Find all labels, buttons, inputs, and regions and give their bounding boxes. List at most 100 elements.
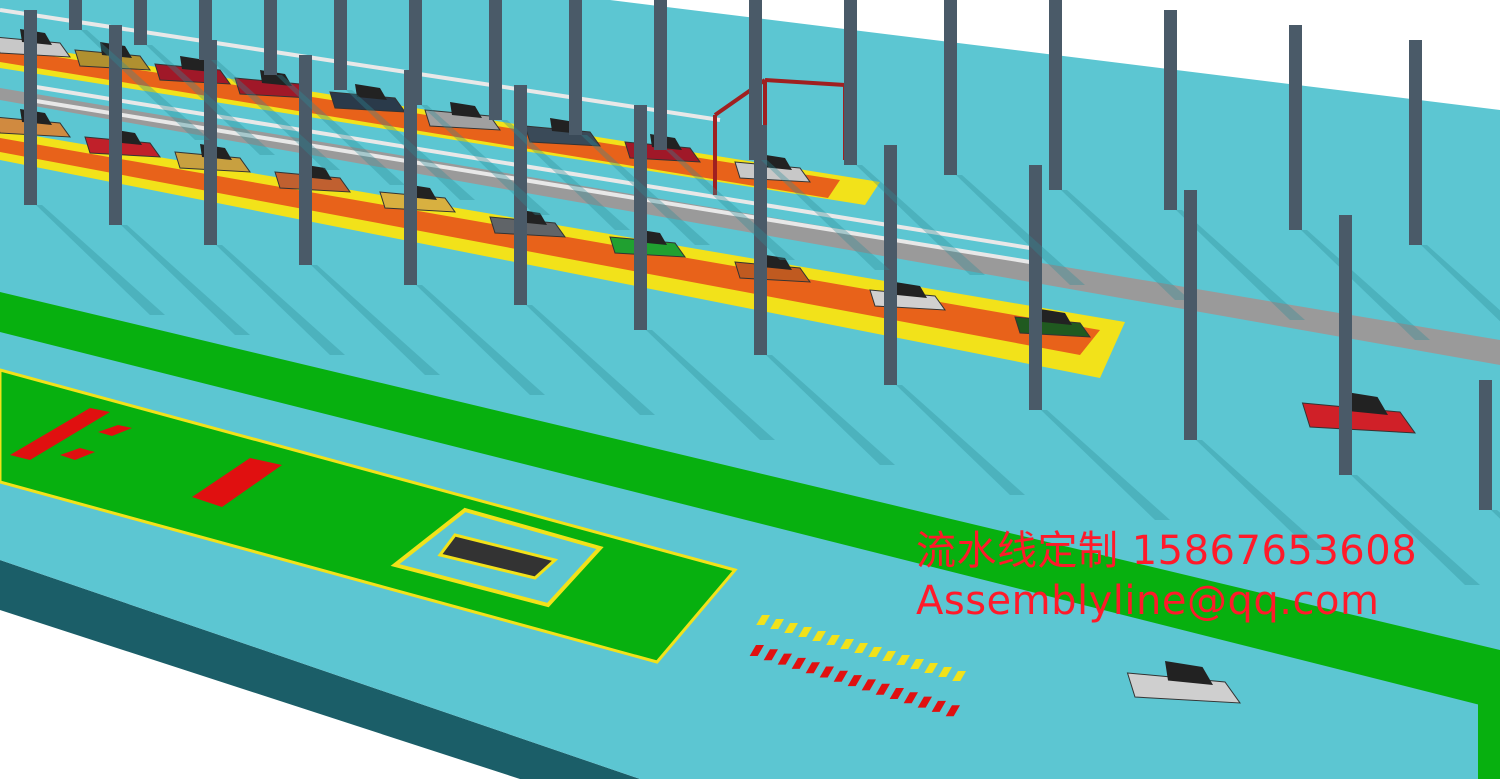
chevron-red [931,700,946,712]
chevron-red [777,653,792,665]
car-windshield [760,254,792,270]
column [1049,0,1062,190]
car-windshield [895,282,927,298]
columns [24,0,1500,585]
watermark-email-line: Assemblyline@qq.com [916,578,1380,624]
column [199,0,212,60]
chevron-red [833,670,848,682]
column-shadow [1196,440,1325,550]
chevron-yellow [784,623,798,633]
chevron-red [861,679,876,691]
column [1184,190,1197,440]
chevron-red [889,688,904,699]
chevron-yellow [938,667,952,677]
column-shadow [526,305,655,415]
column-shadow [36,205,165,315]
column-shadow [81,30,210,140]
column-shadow [956,175,1085,285]
chevron-red [791,657,806,669]
chevron-yellow [756,615,770,625]
column-shadow [211,60,340,170]
column [1409,40,1422,245]
column [204,40,217,245]
column-shadow [1061,190,1190,300]
cars [0,29,1417,704]
watermark-contact-line: 流水线定制 15867653608 [916,528,1418,574]
floor-chevrons [749,615,966,717]
column-shadow [1176,210,1305,320]
car-windshield [760,154,792,170]
chevron-red [945,705,960,717]
car-windshield [355,84,387,100]
column [489,0,502,120]
column-shadow [761,160,890,270]
column-shadow [216,245,345,355]
column [634,105,647,330]
column [404,70,417,285]
chevron-yellow [798,627,812,637]
column-shadow [346,90,475,200]
chevron-yellow [812,631,826,641]
column [334,0,347,90]
column [569,0,582,135]
column-shadow [896,385,1025,495]
chevron-red [903,692,918,704]
column-shadow [311,265,440,375]
column-shadow [121,225,250,335]
column [1029,165,1042,410]
column-shadow [1041,410,1170,520]
chevron-red [917,696,932,708]
column [844,0,857,165]
column [654,0,667,150]
column [134,0,147,45]
chevron-yellow [826,635,840,645]
chevron-yellow [840,639,854,649]
chevron-yellow [854,643,868,653]
column [1339,215,1352,475]
column [109,25,122,225]
chevron-red [763,649,778,661]
column-shadow [766,355,895,465]
column [264,0,277,75]
column [749,0,762,160]
chevron-red [875,683,890,695]
pit [437,533,559,580]
column [69,0,82,30]
column [24,10,37,205]
chevron-yellow [910,659,924,669]
column-shadow [421,105,550,215]
column-shadow [501,120,630,230]
column-shadow [1351,475,1480,585]
chevron-yellow [896,655,910,665]
chevron-red [805,662,820,674]
green-walkway [0,292,1500,710]
chevron-yellow [868,647,882,657]
column [754,125,767,355]
marker-red-1 [10,408,110,460]
car-windshield [450,102,482,118]
column [514,85,527,305]
column-shadow [1491,510,1500,519]
column [1479,380,1492,510]
chevron-red [819,666,834,678]
chevron-yellow [882,651,896,661]
chevron-yellow [924,663,938,673]
column-shadow [581,135,710,245]
column [409,0,422,105]
chevron-yellow [770,619,784,629]
lower-belt [0,138,1100,355]
marker-red-2 [192,458,282,507]
column-shadow [1301,230,1430,340]
column [1289,25,1302,230]
car-windshield [1165,661,1213,685]
column [1164,10,1177,210]
chevron-yellow [952,671,966,681]
column [884,145,897,385]
column [944,0,957,175]
column-shadow [1421,245,1500,322]
green-edge-strip [1478,650,1500,779]
chevron-red [847,675,862,687]
column-shadow [146,45,275,155]
column-shadow [666,150,795,260]
